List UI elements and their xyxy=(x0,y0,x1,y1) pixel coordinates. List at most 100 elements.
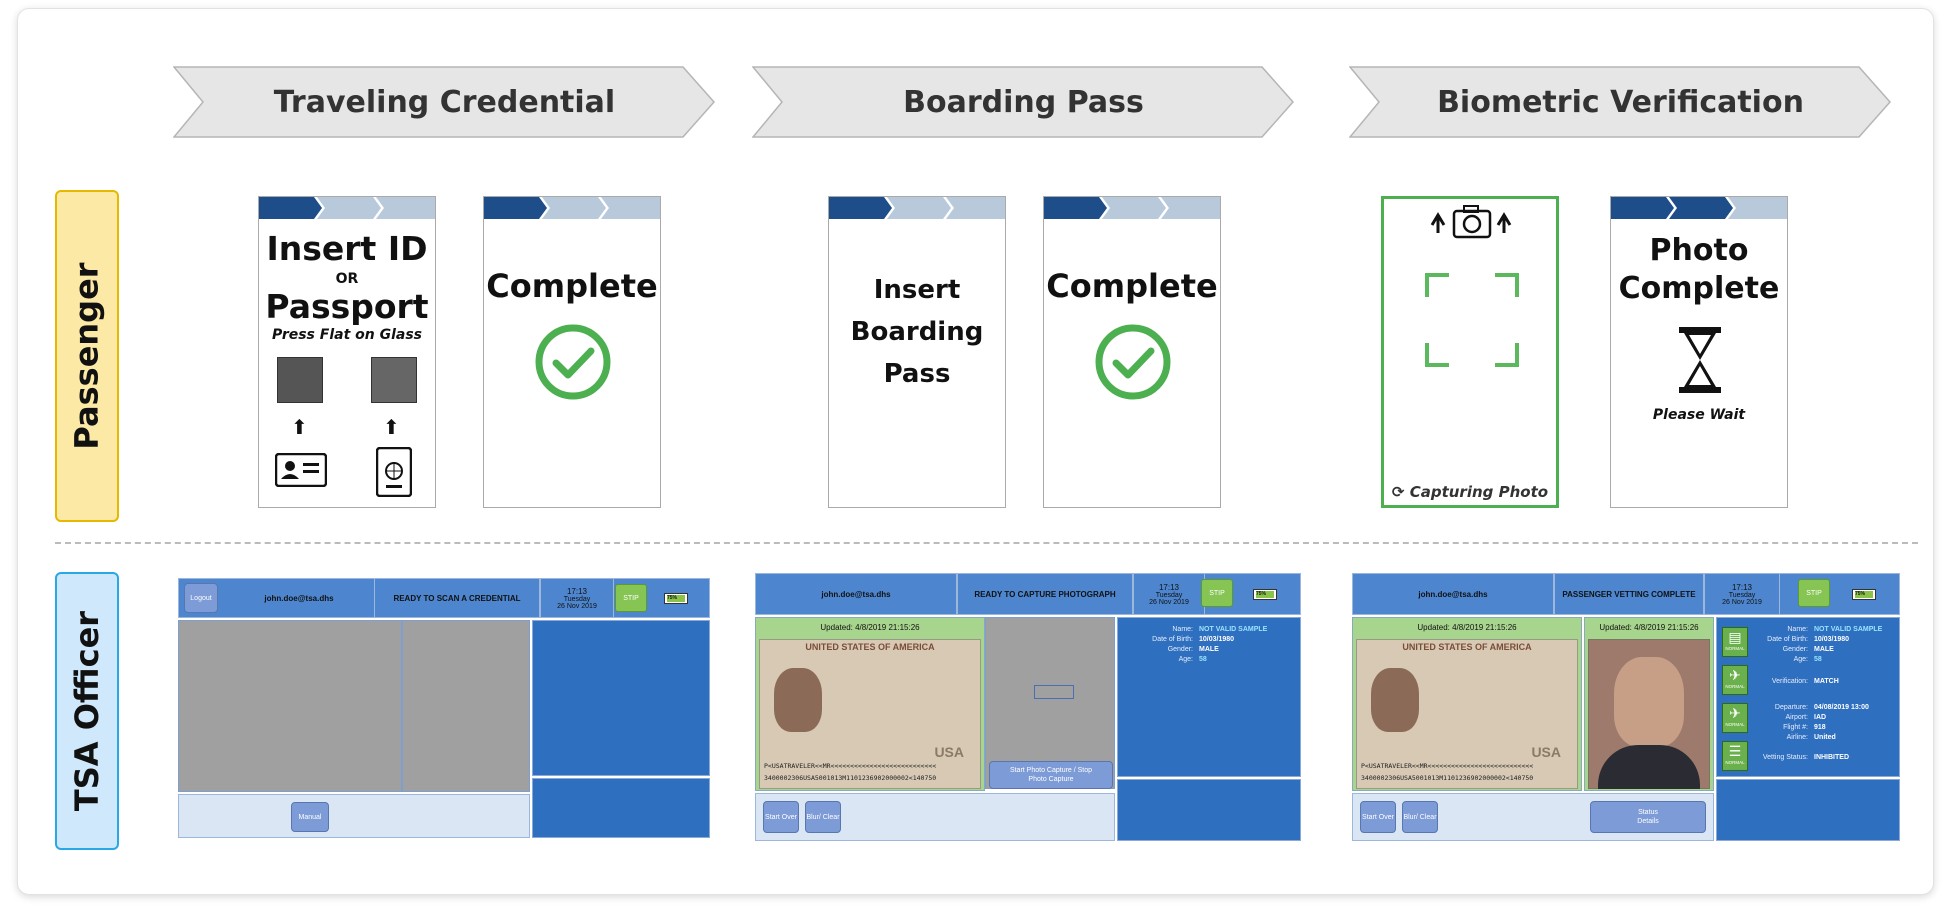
time: 17:13 xyxy=(566,586,588,596)
mrz-line1: P<USATRAVELER<<MR<<<<<<<<<<<<<<<<<<<<<<<… xyxy=(1361,762,1534,770)
manual-button[interactable]: Manual xyxy=(291,802,329,832)
passport-image: UNITED STATES OF AMERICA USA P<USATRAVEL… xyxy=(759,639,981,789)
updated-label: Updated: 4/8/2019 21:15:26 xyxy=(820,623,920,632)
live-photo-face xyxy=(1614,657,1684,747)
info-row: Departure:04/08/2019 13:00 xyxy=(1774,704,1869,711)
mrz-line2: 3400002306USA5001013M1101236902000002<14… xyxy=(1361,774,1534,782)
id-card-icon xyxy=(275,453,327,487)
progress-chevrons xyxy=(484,197,660,219)
datetime-box: 17:13 Tuesday 26 Nov 2019 xyxy=(1704,573,1780,615)
status-details-button[interactable]: Status Details xyxy=(1590,801,1706,833)
start-over-button[interactable]: Start Over xyxy=(763,801,799,833)
date: 26 Nov 2019 xyxy=(1722,598,1762,606)
day: Tuesday xyxy=(563,595,591,603)
stage-label: Biometric Verification xyxy=(1437,84,1804,120)
info-row: Vetting Status:INHIBITED xyxy=(1762,754,1849,761)
info-row: Name:NOT VALID SAMPLE xyxy=(1787,626,1883,633)
info-row: Verification:MATCH xyxy=(1771,678,1839,685)
user-label: john.doe@tsa.dhs xyxy=(1352,573,1554,615)
info-panel xyxy=(1117,617,1301,777)
bp-status-icon: ✈NORMAL xyxy=(1722,665,1748,695)
screen-capturing-photo: ⟳ Capturing Photo xyxy=(1381,196,1559,508)
passport-image: UNITED STATES OF AMERICA USA P<USATRAVEL… xyxy=(1356,639,1578,789)
info-row: Date of Birth:10/03/1980 xyxy=(1767,636,1850,643)
info-row: Flight #:918 xyxy=(1783,724,1826,731)
screen-credential-complete: Complete xyxy=(483,196,661,508)
vetting-status-icon: ☰NORMAL xyxy=(1722,741,1748,771)
stip-button[interactable]: STIP xyxy=(615,584,647,612)
row-label-tsa-officer: TSA Officer xyxy=(55,572,119,850)
passenger-info: Name:NOT VALID SAMPLE Date of Birth:10/0… xyxy=(1738,625,1882,665)
info-panel-lower xyxy=(1716,779,1900,841)
blur-clear-button[interactable]: Blur/ Clear xyxy=(1402,801,1438,833)
passport-icon xyxy=(376,447,412,497)
flight-info: Departure:04/08/2019 13:00 Airport:IAD F… xyxy=(1738,703,1869,743)
stip-button[interactable]: STIP xyxy=(1798,579,1830,607)
progress-chevrons xyxy=(259,197,435,219)
stage-biometric-verification: Biometric Verification xyxy=(1349,66,1892,138)
progress-chevrons xyxy=(829,197,1005,219)
insert-id-line2: OR xyxy=(335,271,359,287)
photo-complete-line1: Photo xyxy=(1649,233,1749,268)
datetime-box: 17:13 Tuesday 26 Nov 2019 xyxy=(540,578,614,618)
arrow-up-icon: ⬆ xyxy=(291,417,308,439)
button-bar xyxy=(178,794,530,838)
vetting-info: Vetting Status:INHIBITED xyxy=(1738,753,1849,763)
logout-button[interactable]: Logout xyxy=(184,583,218,613)
screen-insert-id: Insert ID OR Passport Press Flat on Glas… xyxy=(258,196,436,508)
updated-label: Updated: 4/8/2019 21:15:26 xyxy=(1417,623,1517,632)
arrow-up-icon: ⬆ xyxy=(383,417,400,439)
capturing-label: ⟳ Capturing Photo xyxy=(1391,483,1549,501)
passport-photo xyxy=(774,668,822,732)
start-over-button[interactable]: Start Over xyxy=(1360,801,1396,833)
verification-info: Verification:MATCH xyxy=(1738,677,1839,687)
blur-clear-button[interactable]: Blur/ Clear xyxy=(805,801,841,833)
refresh-icon: ⟳ xyxy=(1391,483,1410,501)
passport-photo xyxy=(1371,668,1419,732)
passport-country: USA xyxy=(934,744,964,760)
photo-capture-button[interactable]: Start Photo Capture / Stop Photo Capture xyxy=(989,761,1113,789)
live-photo-suit xyxy=(1598,745,1700,789)
info-panel-lower xyxy=(532,778,710,838)
camera-icon xyxy=(1430,205,1512,239)
complete-text: Complete xyxy=(1046,267,1218,305)
battery-icon: 75% xyxy=(664,593,688,604)
datetime-box: 17:13 Tuesday 26 Nov 2019 xyxy=(1133,573,1205,615)
stip-button[interactable]: STIP xyxy=(1201,579,1233,607)
id-status-icon: ▤NORMAL xyxy=(1722,627,1748,657)
complete-text: Complete xyxy=(486,267,658,305)
insert-id-line1: Insert ID xyxy=(266,229,428,268)
photo-complete-line3: Please Wait xyxy=(1652,407,1746,423)
image-placeholder xyxy=(402,620,530,792)
screen-boarding-complete: Complete xyxy=(1043,196,1221,508)
stage-label: Traveling Credential xyxy=(273,84,616,120)
mrz-line2: 3400002306USA5001013M1101236902000002<14… xyxy=(764,774,937,782)
face-frame-icon xyxy=(1425,273,1519,367)
passenger-info: Name:NOT VALID SAMPLE Date of Birth:10/0… xyxy=(1123,625,1267,665)
id-card-icon: ▤ xyxy=(1728,629,1742,645)
photo-complete-line2: Complete xyxy=(1618,271,1780,306)
chevron-shape xyxy=(752,66,1295,138)
plane-icon: ✈ xyxy=(1729,705,1741,721)
status-label: READY TO CAPTURE PHOTOGRAPH xyxy=(957,573,1133,615)
insert-id-line4: Press Flat on Glass xyxy=(271,327,422,343)
insert-id-line3: Passport xyxy=(265,287,429,326)
progress-chevrons xyxy=(1611,197,1787,219)
info-row: Date of Birth:10/03/1980 xyxy=(1152,636,1235,643)
status-label: READY TO SCAN A CREDENTIAL xyxy=(374,578,540,618)
progress-chevrons xyxy=(1044,197,1220,219)
row-divider xyxy=(55,542,1918,544)
insert-bp-line1: Insert xyxy=(873,275,961,305)
user-label: john.doe@tsa.dhs xyxy=(264,593,334,603)
mrz-line1: P<USATRAVELER<<MR<<<<<<<<<<<<<<<<<<<<<<<… xyxy=(764,762,937,770)
live-capture-area xyxy=(985,617,1115,789)
updated-label: Updated: 4/8/2019 21:15:26 xyxy=(1599,623,1699,632)
stage-traveling-credential: Traveling Credential xyxy=(173,66,716,138)
time: 17:13 xyxy=(1731,582,1753,592)
capture-target xyxy=(1034,685,1074,699)
user-label: john.doe@tsa.dhs xyxy=(755,573,957,615)
officer-panel-boarding: john.doe@tsa.dhs READY TO CAPTURE PHOTOG… xyxy=(755,573,1301,841)
officer-panel-biometric: john.doe@tsa.dhs PASSENGER VETTING COMPL… xyxy=(1352,573,1900,841)
info-panel-lower xyxy=(1117,779,1301,841)
flight-status-icon: ✈NORMAL xyxy=(1722,703,1748,733)
